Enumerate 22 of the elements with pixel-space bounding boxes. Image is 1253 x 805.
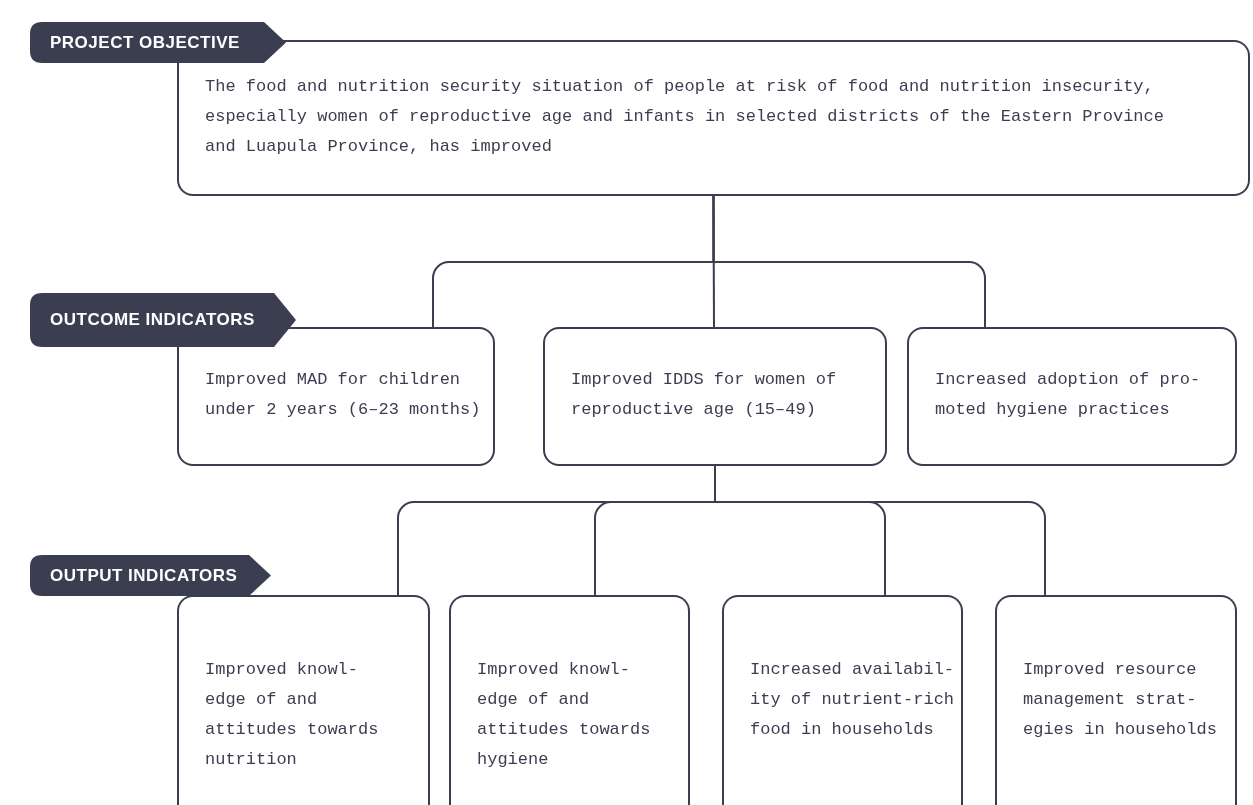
- section-heading: PROJECT OBJECTIVE: [50, 31, 240, 54]
- section-heading: OUTPUT INDICATORS: [50, 564, 238, 587]
- connector-line: [712, 195, 986, 328]
- indicator-text: Increased adoption of pro-moted hygiene practices: [935, 369, 1202, 421]
- indicator-box: [722, 595, 963, 805]
- section-tag: [30, 555, 271, 596]
- indicator-box: [995, 595, 1237, 805]
- indicator-text: Improved resource management strat-egies in households: [1023, 659, 1218, 741]
- section-heading: OUTCOME INDICATORS: [50, 309, 255, 331]
- indicator-text: The food and nutrition security situation of people at risk of food and nutrition insecurity, especially women of reproductive age and infants in selected districts of the Eastern Province and Luapula Province, has improved: [205, 76, 1165, 158]
- indicator-box: [449, 595, 690, 805]
- indicator-text: Improved IDDS for women of reproductive age (15–49): [571, 369, 838, 421]
- indicator-box: [177, 327, 495, 466]
- indicator-box: [543, 327, 887, 466]
- indicator-text: Increased availabil-ity of nutrient-rich food in households: [750, 659, 956, 741]
- section-tag: [30, 22, 286, 63]
- indicator-text: Improved knowl-edge of and attitudes towards nutrition: [205, 659, 380, 771]
- indicator-text: Improved MAD for children under 2 years (6–23 months): [205, 369, 482, 421]
- indicator-text: Improved knowl-edge of and attitudes towards hygiene: [477, 659, 652, 771]
- indicator-box: [177, 595, 430, 805]
- indicator-box: [907, 327, 1237, 466]
- section-tag: [30, 293, 296, 347]
